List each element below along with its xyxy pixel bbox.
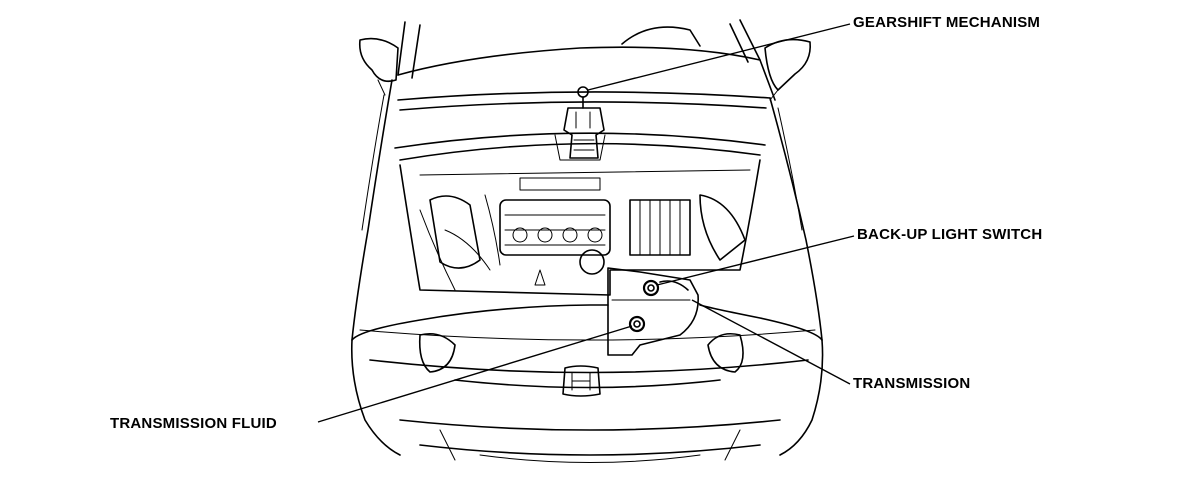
label-gearshift-mechanism: GEARSHIFT MECHANISM (853, 14, 1041, 31)
label-transmission-fluid: TRANSMISSION FLUID (110, 415, 277, 432)
label-transmission: TRANSMISSION (853, 375, 971, 392)
leader-transmission (691, 299, 851, 385)
h-logo (562, 365, 601, 397)
engine-bay (399, 159, 761, 296)
car-front-illustration (350, 19, 824, 463)
left-mirror (358, 37, 399, 96)
leader-transmission-fluid (317, 325, 633, 423)
transmission-fluid-plug-marker (628, 315, 646, 333)
right-headlight (707, 332, 744, 373)
leader-backup-light-switch (656, 235, 855, 286)
leader-lines (317, 23, 855, 423)
leader-gearshift (587, 23, 851, 91)
backup-light-switch-marker (642, 279, 689, 297)
left-headlight (418, 332, 456, 373)
gearshift-mechanism-part (563, 86, 605, 159)
transmission-housing (607, 267, 699, 356)
label-backup-light-switch: BACK-UP LIGHT SWITCH (857, 226, 1043, 243)
